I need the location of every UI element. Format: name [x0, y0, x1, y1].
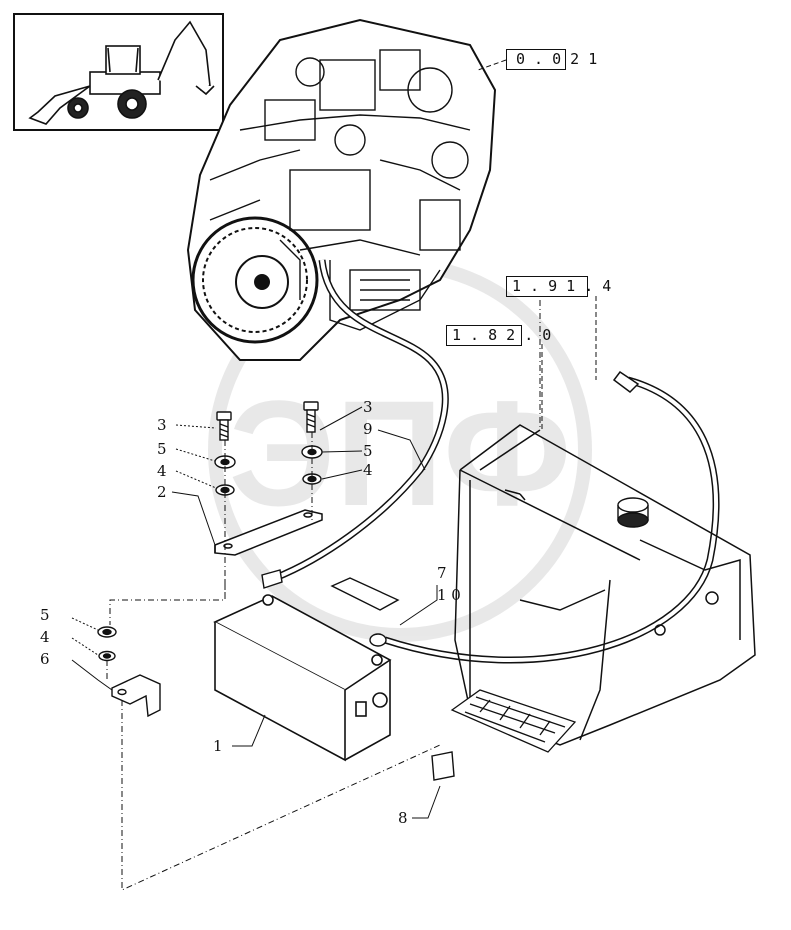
callout-leaders	[71, 406, 441, 819]
assembly-lines	[106, 300, 541, 891]
battery-tray	[454, 424, 756, 746]
cover-strip	[330, 577, 400, 611]
callout-5-left: 5	[157, 440, 167, 458]
callout-9: 9	[363, 420, 373, 438]
callout-10: 1 0	[437, 586, 461, 604]
ref-1-82-0-label: 1 . 8 2 . 0	[452, 326, 552, 344]
ground-cable	[383, 370, 720, 664]
callout-4-lower: 4	[40, 628, 50, 646]
tread-plate	[450, 689, 577, 753]
callout-2: 2	[157, 483, 167, 501]
ref-1-82-0[interactable]: 1 . 8 2 . 0	[446, 325, 556, 346]
callout-3-right: 3	[363, 398, 373, 416]
vent-cap	[617, 497, 649, 528]
ref-0-02-1[interactable]: 0 . 0 2 1	[506, 49, 616, 70]
reference-leaders	[477, 59, 597, 432]
engine-assembly	[186, 18, 497, 361]
hold-down-bracket	[214, 509, 323, 556]
callout-4-right: 4	[363, 461, 373, 479]
callout-4-left: 4	[157, 462, 167, 480]
callout-5-right: 5	[363, 442, 373, 460]
ref-1-91-4[interactable]: 1 . 9 1 . 4	[506, 276, 626, 297]
positive-cable	[273, 259, 449, 582]
callout-7: 7	[437, 564, 447, 582]
bolt-right	[301, 401, 323, 485]
backhoe-loader-icon	[28, 20, 215, 125]
callout-8: 8	[398, 809, 408, 827]
callout-5-lower: 5	[40, 606, 50, 624]
callout-1: 1	[213, 737, 223, 755]
clamp-lower	[97, 626, 161, 718]
machine-thumbnail	[13, 13, 224, 131]
ref-0-02-1-label: 0 . 0 2 1	[516, 50, 598, 68]
watermark-text: ЭПФ	[229, 369, 572, 537]
callout-3-left: 3	[157, 416, 167, 434]
ref-1-91-4-label: 1 . 9 1 . 4	[512, 277, 612, 295]
battery-label	[431, 751, 455, 781]
callout-6: 6	[40, 650, 50, 668]
battery	[213, 594, 392, 762]
terminal-clamps	[261, 569, 387, 647]
